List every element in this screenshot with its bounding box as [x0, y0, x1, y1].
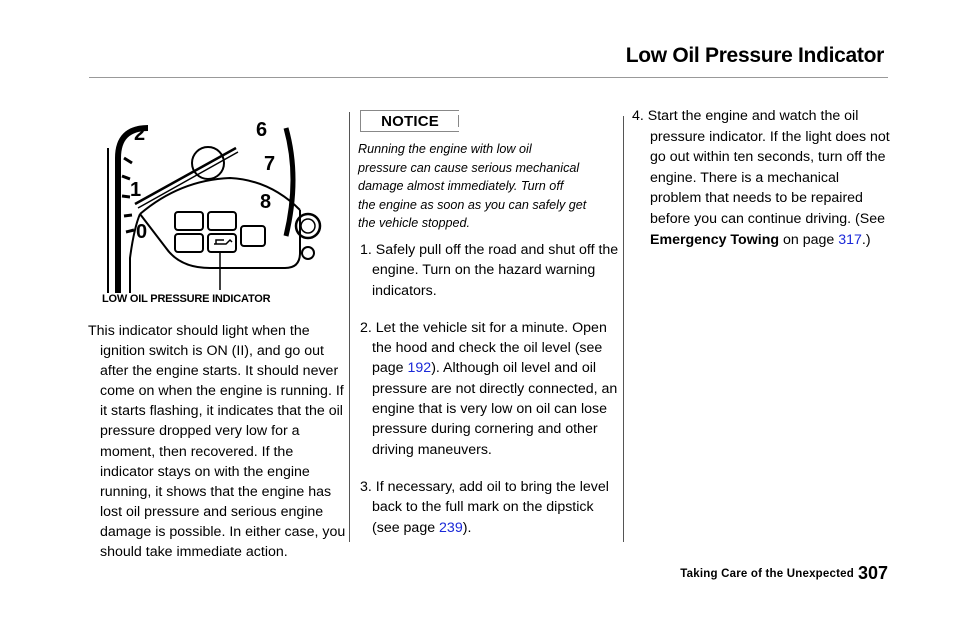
- step-4-text-end: .): [861, 231, 871, 248]
- step-1: 1. Safely pull off the road and shut off…: [360, 242, 619, 299]
- tach-mark: 0: [136, 221, 147, 243]
- notice-text: Running the engine with low oil pressure…: [358, 140, 618, 233]
- step-3-text: 3. If necessary, add oil to bring the le…: [360, 478, 609, 536]
- page-link-239[interactable]: 239: [439, 519, 463, 536]
- tachometer-illustration: 2 1 0 6 7 8: [107, 119, 322, 293]
- notice-label: NOTICE: [381, 113, 439, 130]
- tach-mark: 1: [130, 179, 141, 201]
- notice-line: Running the engine with low oil: [358, 142, 532, 156]
- step-3: 3. If necessary, add oil to bring the le…: [360, 477, 622, 538]
- notice-line: the vehicle stopped.: [358, 216, 471, 231]
- tach-mark: 7: [264, 153, 275, 175]
- procedure-step-4: 4. Start the engine and watch the oil pr…: [632, 106, 892, 250]
- notice-line: pressure can cause serious mechanical: [358, 160, 580, 175]
- step-2-text-end: ). Although oil level and oil pressure a…: [372, 360, 618, 458]
- description-paragraph: This indicator should light when the ign…: [88, 323, 346, 561]
- emergency-towing-ref: Emergency Towing: [650, 231, 780, 248]
- step-4-text-mid: on page: [779, 231, 839, 248]
- step-4-text: 4. Start the engine and watch the oil pr…: [632, 108, 890, 227]
- step-2: 2. Let the vehicle sit for a minute. Ope…: [360, 318, 622, 460]
- column-divider-right: [623, 116, 624, 542]
- procedure-steps: 1. Safely pull off the road and shut off…: [360, 240, 622, 555]
- tach-mark: 6: [256, 119, 267, 141]
- page-number: 307: [857, 563, 888, 583]
- notice-line: the engine as soon as you can safely get: [358, 197, 587, 212]
- title-rule: [89, 77, 888, 78]
- indicator-description: This indicator should light when the ign…: [88, 321, 348, 562]
- page-link-317[interactable]: 317: [838, 231, 862, 248]
- step-3-text-end: ).: [462, 519, 472, 536]
- step-2-text: 2. Let the vehicle sit for a minute. Ope…: [360, 319, 607, 377]
- column-divider-left: [349, 112, 350, 542]
- step-4: 4. Start the engine and watch the oil pr…: [632, 106, 892, 250]
- tach-mark: 2: [134, 123, 145, 145]
- notice-box: NOTICE: [360, 110, 459, 132]
- page-link-192[interactable]: 192: [407, 360, 432, 377]
- notice-line: damage almost immediately. Turn off: [358, 179, 564, 194]
- page-title: Low Oil Pressure Indicator: [625, 44, 885, 67]
- section-name: Taking Care of the Unexpected: [680, 568, 854, 580]
- figure-caption: LOW OIL PRESSURE INDICATOR: [102, 293, 271, 305]
- tach-mark: 8: [260, 191, 271, 213]
